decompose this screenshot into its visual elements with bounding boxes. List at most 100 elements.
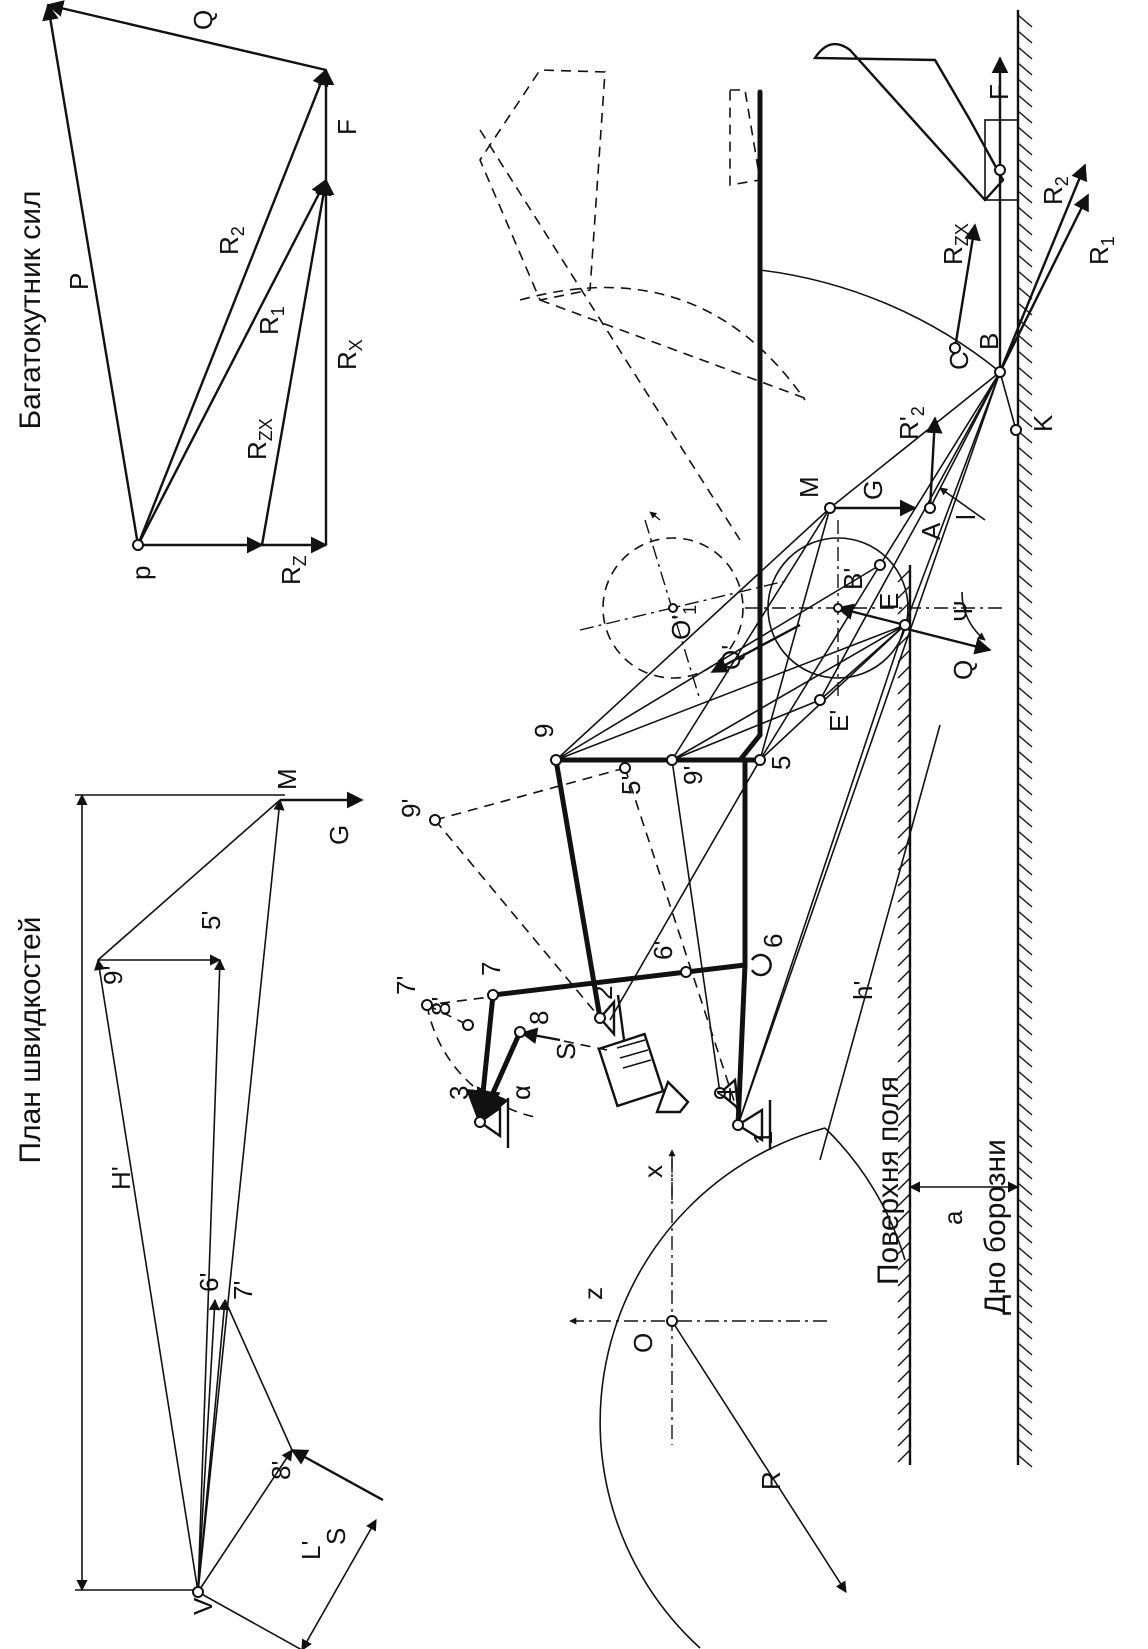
mechanism: Поверхня поля Дно борозни a R O x z [391,10,1118,1649]
label-q-mech: Q [948,660,978,680]
alt-axis-2 [579,579,791,631]
hatch-line [1017,526,1033,540]
link-9-2 [553,757,603,1021]
point-o1 [668,603,678,613]
hatch-line [1017,1182,1033,1196]
label-z-axis: z [578,1287,608,1300]
hatch-line [1017,254,1033,268]
hatch-line [897,1097,911,1111]
point-5 [754,754,766,766]
hatch-line [1017,1150,1033,1164]
hatch-line [1017,1262,1033,1276]
hatch-line [1017,270,1033,284]
hatch-line [897,1241,911,1255]
label-g-mech: G [858,480,888,500]
point-f [994,164,1006,176]
line-a-b [929,371,1001,509]
alt-axis-arrow [649,511,661,521]
hatch-line [897,1353,911,1367]
point-wheel-center [833,603,843,613]
hatch-line [1017,350,1033,364]
pivot-3 [477,1098,510,1148]
line-9p-m [671,507,831,761]
hatch-line [897,1337,911,1351]
point-7 [487,989,499,1001]
point-o [666,1315,678,1327]
hatch-line [897,825,911,839]
hatch-line [1017,750,1033,764]
line-5-e [759,624,906,761]
line-e1-b [819,371,1001,701]
hatch-line [1017,30,1033,44]
shoe [984,119,1019,201]
label-b1: B' [838,568,868,590]
hatch-line [1017,1038,1033,1052]
hatch-line [1017,606,1033,620]
point-6p [680,966,692,978]
furrow-bottom-label: Дно борозни [979,1139,1012,1315]
line-9-e [555,624,906,761]
hatch-line [1017,590,1033,604]
hatch-line [1017,62,1033,76]
hatch-line [897,1321,911,1335]
hatch-line [1017,366,1033,380]
hatch-line [1017,398,1033,412]
label-8p: 8' [266,1461,296,1480]
point-5p [619,762,631,774]
hatch-line [1017,1054,1033,1068]
vector-s [520,1027,561,1045]
field-surface-label: Поверхня поля [872,1076,905,1285]
hatch-line [1017,718,1033,732]
hatch-line [1017,942,1033,956]
hatch-line [1017,222,1033,236]
hatch-line [1017,110,1033,124]
hatch-line [1017,638,1033,652]
label-8: 8 [524,1011,554,1025]
hatch-line [897,777,911,791]
label-o: O [628,1333,658,1353]
label-6p: 6' [194,1273,224,1292]
hatch-line [897,1001,911,1015]
hatch-line [897,761,911,775]
hatch-line [1017,734,1033,748]
dash-9p-2 [434,819,601,1019]
point-7p [421,999,433,1011]
hatch-line [897,1385,911,1399]
label-q1: Q' [716,645,746,670]
line-5-m [759,507,831,761]
link-6-1 [735,962,748,1128]
label-b: B [974,333,1004,350]
hatch-line [897,1049,911,1063]
hatch-line [1017,1166,1033,1180]
hydraulic-cylinder [519,1027,690,1114]
vector-r1 [998,193,1090,373]
point-1 [732,1119,744,1131]
hatch-line [897,1257,911,1271]
hatch-line [897,585,911,599]
point-k [1010,424,1022,436]
angle-psi [961,591,986,641]
label-4: 4 [711,1088,741,1102]
hatch-line [897,1225,911,1239]
hatch-line [1017,766,1033,780]
label-m: M [272,768,302,790]
hatch-line [1017,926,1033,940]
label-rzx-vector: RZX [242,418,276,460]
vector-rzx [260,178,332,546]
hatch-line [897,729,911,743]
label-e1: E' [824,710,854,732]
vector-p [42,3,140,546]
point-e1 [814,694,826,706]
hatch-line [1017,574,1033,588]
point-3 [474,1116,486,1128]
hatch-line [897,1081,911,1095]
label-9pp-mech: 9' [678,766,708,785]
ray-v-7p [197,1298,230,1593]
label-5: 5 [766,756,796,770]
hatch-line [1017,798,1033,812]
hatch-line [1017,1310,1033,1324]
hatch-line [1017,686,1033,700]
hatch-line [1017,542,1033,556]
label-3: 3 [444,1086,474,1100]
hatch-line [1017,1006,1033,1020]
